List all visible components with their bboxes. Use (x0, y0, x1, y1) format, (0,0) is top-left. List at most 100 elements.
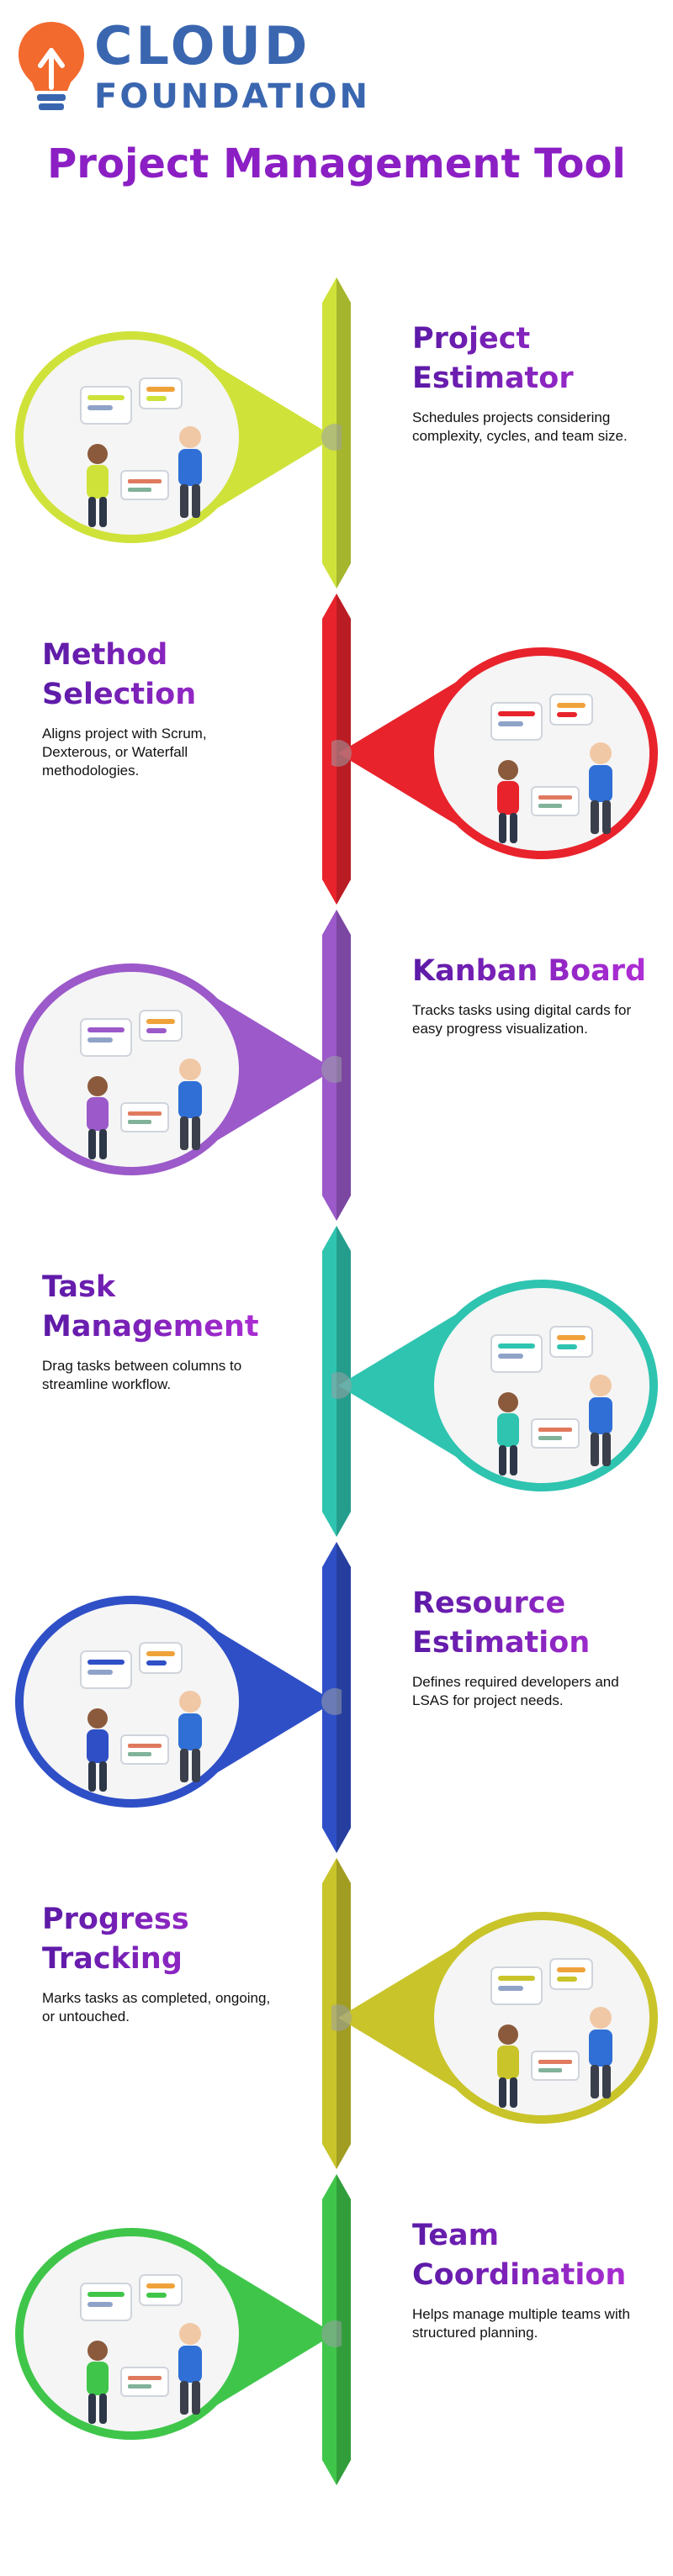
illustration-shape (590, 1375, 612, 1396)
section-title: Project Estimator (412, 319, 648, 399)
page-title: Project Management Tool (0, 140, 673, 188)
illustration-shape (88, 1129, 96, 1159)
illustration-shape (510, 1445, 517, 1475)
illustration-shape (87, 1027, 125, 1032)
illustration-shape (87, 1660, 125, 1665)
illustration-shape (497, 781, 519, 815)
illustration-shape (538, 795, 572, 800)
lightbulb-icon (19, 22, 84, 110)
illustration-shape (192, 1116, 200, 1150)
illustration-shape (146, 1651, 175, 1656)
illustration-shape (498, 1354, 523, 1359)
illustration-shape (531, 2051, 580, 2081)
section-description: Aligns project with Scrum, Dexterous, or… (42, 726, 207, 779)
task-management-illustration (331, 1272, 660, 1499)
illustration-shape (498, 1976, 535, 1981)
illustration-shape (498, 1392, 518, 1412)
illustration-shape (87, 1729, 109, 1763)
illustration-shape (88, 497, 96, 527)
illustration-shape (146, 1019, 175, 1024)
brand-line-1: CLOUD (94, 15, 311, 77)
illustration-shape (602, 800, 611, 834)
illustration-shape (557, 1344, 577, 1349)
illustration-figures (490, 1326, 612, 1475)
section-title: Resource Estimation (412, 1584, 648, 1663)
illustration-shape (591, 1433, 599, 1466)
brand-line-2: FOUNDATION (94, 77, 370, 116)
page-title-text: Project Management Tool (47, 140, 626, 187)
bubble-inner (434, 1920, 649, 2115)
illustration-shape (538, 2060, 572, 2064)
illustration-shape (120, 2367, 169, 2397)
illustration-figures (80, 1642, 202, 1792)
method-selection-illustration (331, 640, 660, 867)
illustration-shape (128, 2384, 151, 2389)
illustration-shape (146, 1028, 167, 1033)
team-coordination-illustration (13, 2220, 342, 2447)
illustration-shape (557, 1967, 586, 1972)
illustration-shape (146, 1660, 167, 1665)
illustration-shape (498, 760, 518, 780)
section-description: Helps manage multiple teams with structu… (412, 2306, 630, 2341)
illustration-shape (531, 786, 580, 816)
section-description: Drag tasks between columns to streamline… (42, 1358, 242, 1392)
illustration-shape (179, 1691, 201, 1713)
illustration-shape (87, 1097, 109, 1131)
illustration-shape (178, 1081, 202, 1118)
illustration-shape (178, 2346, 202, 2383)
illustration-figures (80, 1010, 202, 1159)
connector-knob (321, 424, 342, 451)
illustration-shape (179, 426, 201, 448)
illustration-shape (87, 1037, 113, 1043)
illustration-shape (549, 694, 593, 726)
progress-tracking-illustration (331, 1904, 660, 2131)
illustration-shape (146, 2283, 175, 2288)
connector-knob (321, 1688, 342, 1715)
illustration-shape (128, 1111, 162, 1116)
illustration-shape (589, 2030, 612, 2067)
bubble-inner (24, 972, 239, 1167)
illustration-shape (128, 1752, 151, 1756)
illustration-shape (497, 2045, 519, 2079)
illustration-shape (139, 1642, 183, 1674)
illustration-shape (139, 2274, 183, 2306)
illustration-shape (497, 1413, 519, 1447)
illustration-shape (591, 2065, 599, 2098)
illustration-shape (146, 396, 167, 401)
illustration-shape (180, 484, 188, 518)
illustration-shape (87, 465, 109, 499)
illustration-shape (549, 1958, 593, 1990)
illustration-figures (80, 2274, 202, 2424)
resource-estimation-illustration (13, 1588, 342, 1815)
bubble-inner (434, 656, 649, 851)
illustration-shape (128, 479, 162, 483)
illustration-shape (538, 804, 562, 808)
illustration-shape (146, 387, 175, 392)
illustration-figures (490, 694, 612, 843)
illustration-shape (87, 2302, 113, 2307)
illustration-shape (120, 470, 169, 500)
illustration-shape (99, 1129, 107, 1159)
kanban-board-illustration (13, 956, 342, 1183)
illustration-shape (557, 712, 577, 717)
illustration-shape (538, 1428, 572, 1432)
illustration-shape (192, 484, 200, 518)
illustration-shape (499, 2077, 506, 2108)
bubble-inner (24, 340, 239, 535)
connector-knob (331, 2004, 352, 2031)
illustration-shape (178, 449, 202, 486)
illustration-shape (589, 765, 612, 802)
bubble-inner (434, 1288, 649, 1483)
connector-knob (321, 2320, 342, 2347)
